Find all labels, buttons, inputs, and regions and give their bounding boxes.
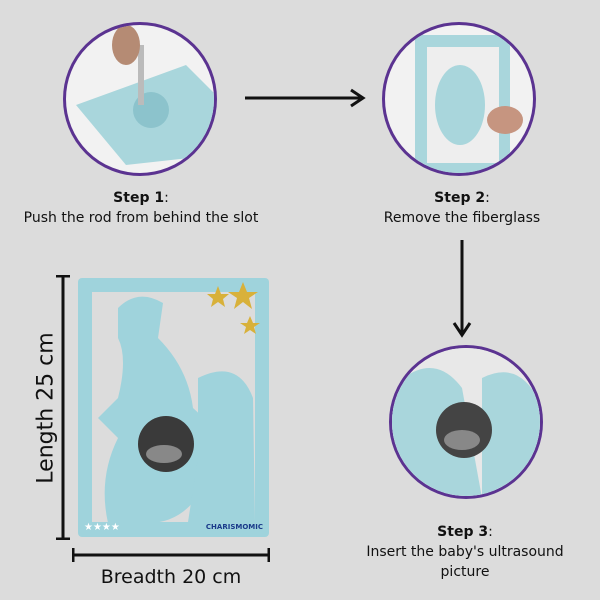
ultrasound-inserted-illustration xyxy=(392,348,540,496)
product-frame: ★★★★ CHARISMOMIC xyxy=(78,278,269,537)
step2-title: Step 2 xyxy=(434,190,486,206)
length-label: Length 25 cm xyxy=(33,332,59,484)
breadth-label: Breadth 20 cm xyxy=(100,566,242,588)
star-icons xyxy=(207,282,260,334)
step1-text: Push the rod from behind the slot xyxy=(23,210,259,226)
step2-image xyxy=(382,22,536,176)
arrow-right-icon xyxy=(245,88,366,108)
colon: : xyxy=(488,524,493,540)
step3-caption: Step 3: Insert the baby's ultrasound pic… xyxy=(360,522,570,582)
step2-caption: Step 2: Remove the fiberglass xyxy=(340,188,584,228)
colon: : xyxy=(164,190,169,206)
step2-text: Remove the fiberglass xyxy=(383,210,541,226)
step3-text: Insert the baby's ultrasound picture xyxy=(366,544,564,580)
step1-image xyxy=(63,22,217,176)
small-stars-icon: ★★★★ xyxy=(84,522,120,533)
step3-image xyxy=(389,345,543,499)
arrow-down-icon xyxy=(452,240,472,338)
frame-fiberglass-illustration xyxy=(415,35,523,173)
step3-title: Step 3 xyxy=(437,524,489,540)
step1-caption: Step 1: Push the rod from behind the slo… xyxy=(0,188,282,228)
breadth-dimension-line xyxy=(72,548,270,562)
length-dimension-line xyxy=(56,275,70,540)
step1-title: Step 1 xyxy=(113,190,165,206)
colon: : xyxy=(485,190,490,206)
mother-silhouette: ★★★★ xyxy=(84,282,260,533)
frame-with-rod-illustration xyxy=(76,25,214,165)
brand-logo: CHARISMOMIC xyxy=(205,523,263,531)
